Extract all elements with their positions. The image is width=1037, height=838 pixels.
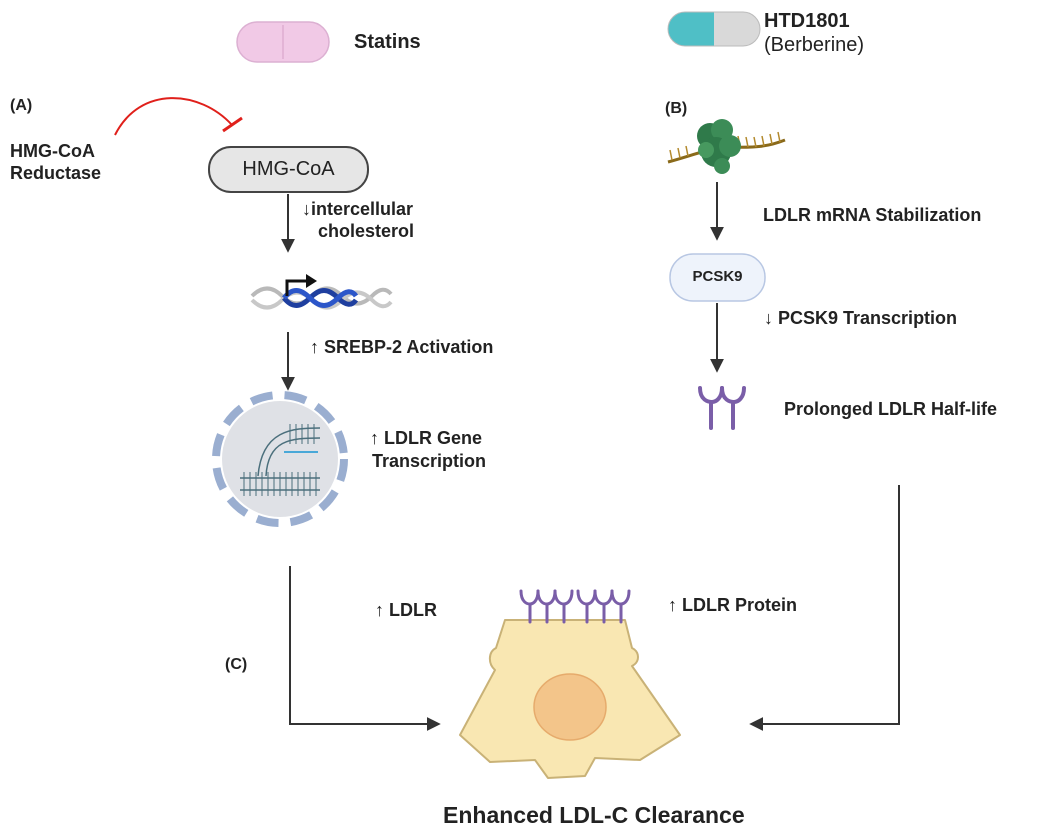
reductase-label-line2: Reductase (10, 163, 102, 183)
mrna-stabilization-label: LDLR mRNA Stabilization (763, 205, 982, 225)
cholesterol-label-line1: ↓intercellular (302, 199, 414, 219)
nucleus-icon (212, 391, 348, 527)
panel-c-label: (C) (225, 656, 248, 673)
panel-b-label: (B) (665, 100, 688, 117)
arrow-left-to-cell (289, 566, 441, 731)
pcsk9-box-label: PCSK9 (692, 268, 743, 285)
ldlr-receptor-icon (698, 386, 746, 430)
berberine-label: (Berberine) (764, 34, 865, 56)
reductase-label-line1: HMG-CoA (10, 141, 95, 161)
hmgcoa-box (208, 146, 369, 193)
cell-surface-ldlr-icon (519, 589, 631, 624)
clearance-title: Enhanced LDL-C Clearance (443, 802, 745, 828)
panel-a-label: (A) (10, 97, 33, 114)
ldlr-gene-label-line2: Transcription (372, 451, 487, 471)
statins-label: Statins (354, 31, 421, 53)
ldlr-label: ↑ LDLR (375, 600, 437, 620)
arrow-right-to-cell (749, 485, 900, 731)
statin-pill-icon (236, 21, 330, 63)
half-life-label: Prolonged LDLR Half-life (784, 399, 997, 419)
hepatocyte-cell-icon (459, 619, 681, 779)
pcsk9-transcription-label: ↓ PCSK9 Transcription (764, 308, 958, 328)
ribosome-mrna-icon (667, 119, 786, 174)
htd1801-label: HTD1801 (764, 10, 850, 32)
pcsk9-box (669, 253, 766, 302)
dna-promoter-icon (250, 274, 393, 310)
ldlr-gene-label-line1: ↑ LDLR Gene (370, 428, 483, 448)
capsule-icon (667, 11, 761, 47)
ldlr-protein-label: ↑ LDLR Protein (668, 595, 797, 615)
srebp-label: ↑ SREBP-2 Activation (310, 337, 494, 357)
inhibition-arrow (114, 97, 243, 136)
hmgcoa-box-label: HMG-CoA (242, 158, 335, 180)
cholesterol-label-line2: cholesterol (318, 221, 415, 241)
